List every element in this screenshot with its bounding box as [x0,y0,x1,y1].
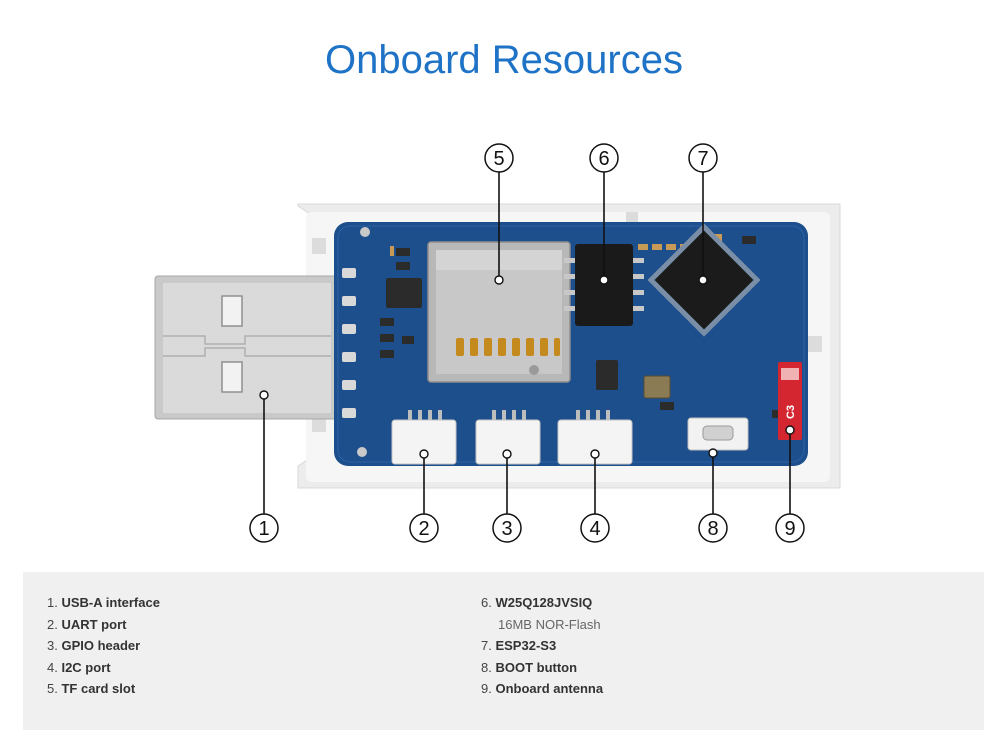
callout-number: 5 [493,148,504,170]
callout-number: 2 [418,518,429,540]
page-title: Onboard Resources [325,38,683,82]
legend-label: GPIO header [61,638,141,654]
legend-label: UART port [61,616,127,632]
legend-column-right: 6. W25Q128JVSIQ 16MB NOR-Flash 7. ESP32-… [481,592,603,700]
i2c-port [557,410,633,465]
callout-4: 4 [580,513,610,543]
callout-9: 9 [775,513,805,543]
board-diagram: C3 1 2 3 4 5 [154,143,841,543]
legend-label: BOOT button [495,659,578,675]
legend-column-left: 1. USB-A interface 2. UART port 3. GPIO … [47,592,160,700]
legend-number: 1. [47,595,58,610]
callout-5: 5 [484,143,514,173]
usb-a-connector [154,275,339,420]
callout-2: 2 [409,513,439,543]
legend-item: 1. USB-A interface [47,592,160,614]
legend-item: 5. TF card slot [47,678,160,700]
callout-number: 7 [697,148,708,170]
callout-number: 9 [784,518,795,540]
legend-label: ESP32-S3 [495,638,557,654]
legend-item: 7. ESP32-S3 [481,635,603,657]
legend-item: 2. UART port [47,614,160,636]
antenna-label: C3 [785,405,797,419]
legend-label: USB-A interface [61,595,160,610]
legend-number: 3. [47,638,58,654]
callout-number: 8 [707,518,718,540]
legend-item: 9. Onboard antenna [481,678,603,700]
callout-6: 6 [589,143,619,173]
legend-number: 2. [47,616,58,632]
legend-label: I2C port [61,659,111,675]
callout-number: 3 [501,518,512,540]
callout-number: 1 [258,518,269,540]
legend-number: 4. [47,659,58,675]
legend-number: 7. [481,638,492,654]
legend-number: 9. [481,681,492,697]
legend-item: 8. BOOT button [481,657,603,679]
tf-card-slot [427,241,571,383]
legend-item: 6. W25Q128JVSIQ [481,592,603,614]
callout-1: 1 [249,513,279,543]
gpio-header [475,410,541,465]
onboard-antenna: C3 [778,362,802,440]
callout-number: 4 [589,518,600,540]
legend-item: 4. I2C port [47,657,160,679]
legend-label: Onboard antenna [495,681,604,697]
legend-label: W25Q128JVSIQ [495,595,593,610]
legend-number: 5. [47,681,58,697]
legend-number: 8. [481,659,492,675]
flash-chip [564,244,644,326]
boot-button[interactable] [687,417,749,451]
leader-lines [263,172,791,514]
leader-dots [259,275,795,459]
callout-number: 6 [598,148,609,170]
legend-panel: 1. USB-A interface 2. UART port 3. GPIO … [23,572,984,730]
legend-item: 3. GPIO header [47,635,160,657]
callout-7: 7 [688,143,718,173]
legend-number: 6. [481,595,492,610]
callout-8: 8 [698,513,728,543]
legend-sublabel: 16MB NOR-Flash [498,616,601,632]
callout-3: 3 [492,513,522,543]
legend-label: TF card slot [61,681,136,697]
